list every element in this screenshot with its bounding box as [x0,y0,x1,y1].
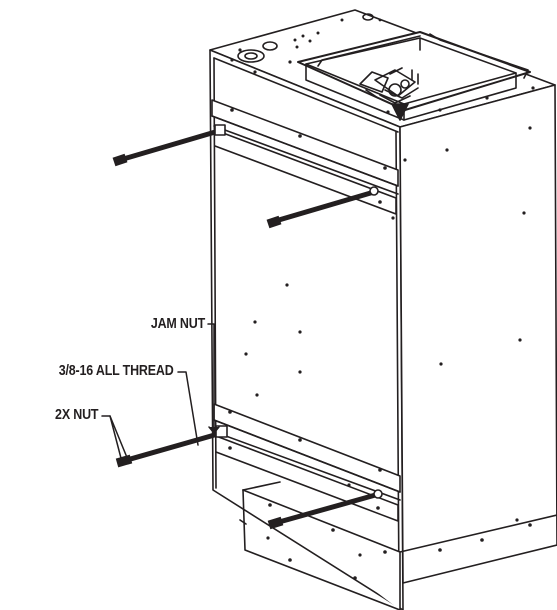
two-x-nut-label: 2X NUT [54,407,98,423]
panel-screws [244,126,532,557]
top-panel-details [230,13,535,114]
callout-leader-lines [101,323,220,463]
upper-left-all-thread-rod [112,124,226,167]
lower-rail [213,403,401,522]
lower-left-all-thread-rod [115,425,228,468]
upper-right-all-thread-rod [266,186,379,229]
jam-nut-label: JAM NUT [150,316,205,332]
jam-nut-leader [207,323,215,431]
all-thread-leader [177,371,199,446]
all-thread-label: 3/8-16 ALL THREAD [59,363,174,379]
lower-right-all-thread-rod [267,489,383,530]
upper-rail [211,99,399,215]
